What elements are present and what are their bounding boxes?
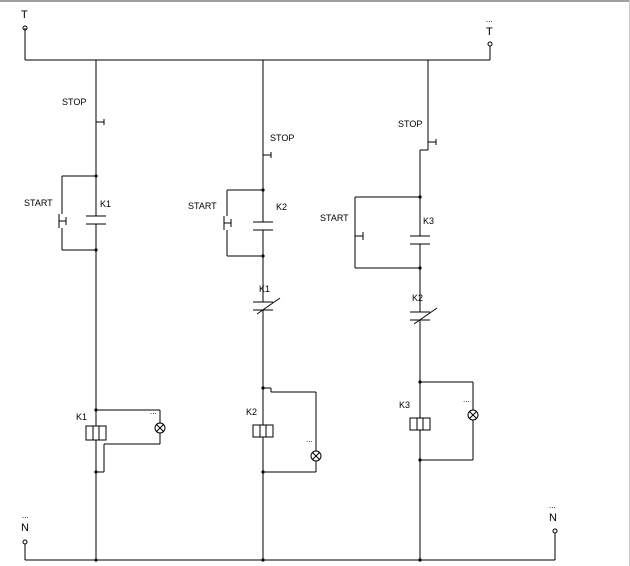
contact-k2-interlock [410,307,438,325]
label-interlock-k1: K1 [259,284,270,294]
start-button-1 [58,214,67,228]
label-coil-k1: K1 [76,412,87,422]
terminal-t-left [22,25,28,31]
coil-k2 [252,424,274,438]
start-button-3 [354,229,364,243]
junction [418,458,422,462]
contact-k3-holding [410,197,430,268]
contact-k1-holding [86,176,106,250]
label-start-2: START [188,201,217,211]
junction [261,386,265,390]
label-contact-k1: K1 [100,199,111,209]
ellipsis-lamp-1: ... [150,407,157,416]
junction [418,558,422,562]
label-stop-2: STOP [270,133,294,143]
rung-2: STOP START K2 K1 [188,60,322,562]
junction [94,408,98,412]
junction [418,195,422,199]
contact-k2-holding [253,190,273,256]
terminal-n-right [552,528,558,534]
ellipsis-t-right: ... [486,15,493,24]
junction [94,558,98,562]
label-t-right: T [486,26,493,38]
ellipsis-lamp-3: ... [463,395,470,404]
contact-k1-interlock [253,297,281,315]
junction [94,174,98,178]
rung-1: STOP START K1 K1 [24,60,166,562]
label-contact-k2: K2 [276,202,287,212]
terminal-n-left [22,539,28,545]
junction [261,188,265,192]
junction [261,470,265,474]
rung-3: STOP START K3 K2 [320,60,479,562]
label-stop-1: STOP [62,97,86,107]
stop-button-2 [262,148,272,162]
top-rail: T ... T [21,9,493,61]
stop-button-1 [95,113,105,128]
junction [94,470,98,474]
label-stop-3: STOP [398,119,422,129]
label-start-1: START [24,198,53,208]
label-contact-k3: K3 [423,216,434,226]
junction [261,558,265,562]
label-coil-k3: K3 [399,400,410,410]
coil-k3 [409,417,431,431]
ellipsis-lamp-2: ... [306,435,313,444]
label-coil-k2: K2 [246,407,257,417]
label-interlock-k2: K2 [412,293,423,303]
start-button-2 [223,216,232,230]
label-n-right: N [549,512,557,524]
label-n-left: N [21,522,29,534]
ellipsis-n-right: ... [549,501,556,510]
label-start-3: START [320,213,349,223]
junction [418,380,422,384]
terminal-t-right [487,41,493,47]
label-t-left: T [21,9,28,21]
stop-button-3 [427,135,437,150]
ellipsis-n-left: ... [22,511,29,520]
window-top-border [0,0,630,2]
coil-k1 [85,425,107,441]
bottom-rail: ... N ... N [21,501,558,561]
